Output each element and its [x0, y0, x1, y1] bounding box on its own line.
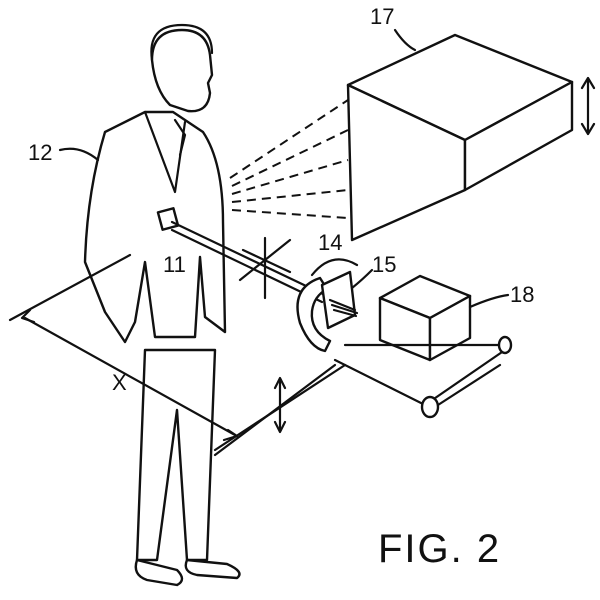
label-14: 14 [318, 230, 342, 255]
vertical-arrow-icon [580, 76, 596, 136]
label-15: 15 [372, 252, 396, 277]
person-12 [83, 23, 241, 587]
adjust-arrows-icon [238, 236, 292, 300]
dimension-x [8, 253, 347, 452]
label-11: 11 [163, 252, 186, 277]
figure-caption: FIG. 2 [378, 527, 501, 571]
small-box-18 [378, 274, 472, 362]
device-11 [156, 207, 327, 304]
display-box-17 [346, 28, 574, 242]
label-18: 18 [510, 282, 534, 307]
arc-14 [296, 258, 359, 353]
projection-rays [229, 99, 349, 219]
conveyor [333, 335, 513, 419]
label-x: X [112, 370, 127, 395]
sensor-15 [320, 270, 359, 330]
label-12: 12 [28, 140, 52, 165]
label-17: 17 [370, 4, 394, 29]
